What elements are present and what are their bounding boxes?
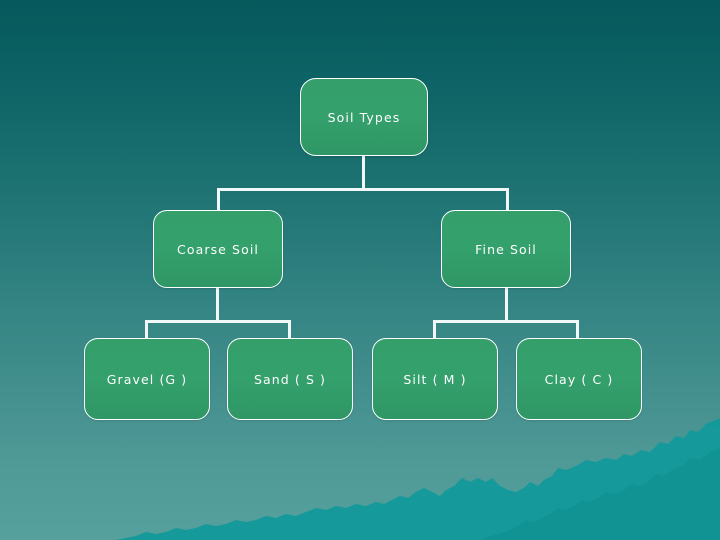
- node-fine-soil[interactable]: Fine Soil: [441, 210, 571, 288]
- connector-to-fine: [506, 188, 509, 211]
- node-coarse-soil[interactable]: Coarse Soil: [153, 210, 283, 288]
- node-label: Fine Soil: [475, 241, 537, 257]
- connector-root-stem: [362, 155, 365, 188]
- node-gravel[interactable]: Gravel (G ): [84, 338, 210, 420]
- connector-to-gravel: [145, 320, 148, 339]
- node-label: Gravel (G ): [106, 371, 188, 387]
- node-label: Sand ( S ): [253, 371, 327, 387]
- connector-coarse-bus: [145, 320, 291, 323]
- connector-fine-stem: [505, 287, 508, 320]
- connector-to-sand: [288, 320, 291, 339]
- connector-to-clay: [576, 320, 579, 339]
- node-sand[interactable]: Sand ( S ): [227, 338, 353, 420]
- node-label: Silt ( M ): [403, 371, 467, 387]
- node-label: Coarse Soil: [177, 241, 259, 257]
- node-clay[interactable]: Clay ( C ): [516, 338, 642, 420]
- connector-to-coarse: [217, 188, 220, 211]
- connector-level1-bus: [217, 188, 509, 191]
- node-soil-types[interactable]: Soil Types: [300, 78, 428, 156]
- node-label: Clay ( C ): [544, 371, 614, 387]
- connector-fine-bus: [433, 320, 579, 323]
- node-label: Soil Types: [327, 109, 401, 125]
- connector-to-silt: [433, 320, 436, 339]
- connector-coarse-stem: [216, 287, 219, 320]
- node-silt[interactable]: Silt ( M ): [372, 338, 498, 420]
